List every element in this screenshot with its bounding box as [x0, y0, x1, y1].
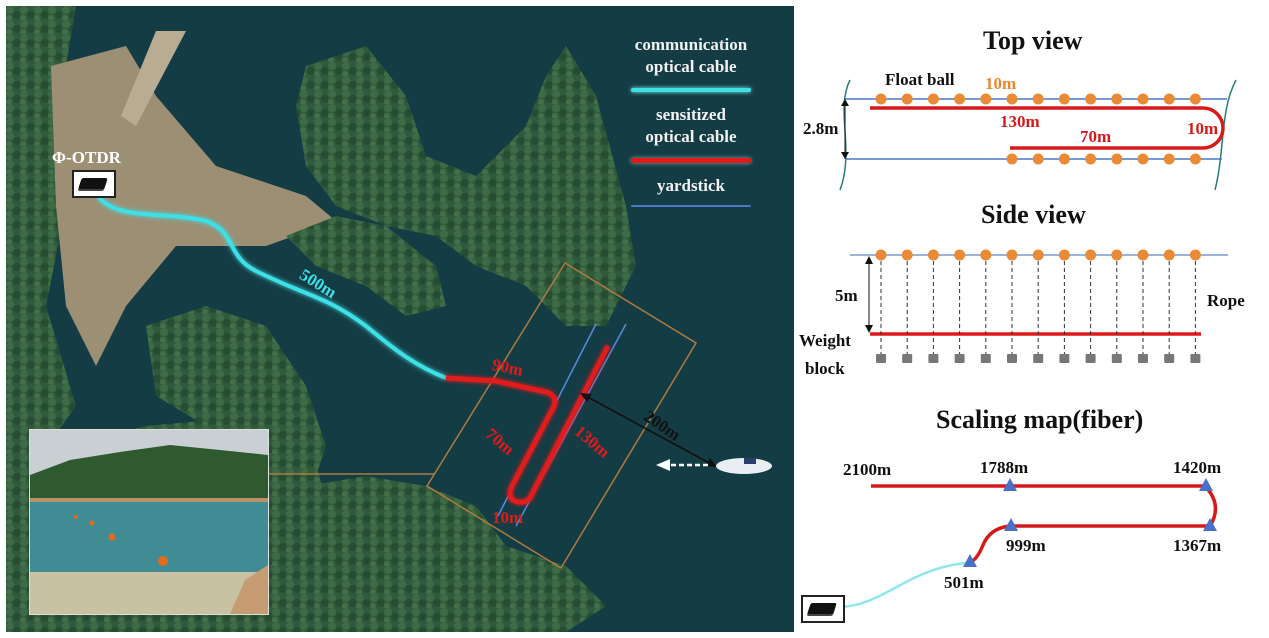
float-ball-icon — [980, 249, 992, 261]
marker-2100-label: 2100m — [843, 460, 892, 479]
site-photo — [29, 429, 269, 615]
sensing-area-box — [425, 261, 698, 570]
marker-1420-label: 1420m — [1173, 458, 1222, 477]
schematic-panel: Top view Float ball 10m 2.8m 130m 70m 10… — [795, 0, 1269, 638]
weight-block-icon — [954, 354, 965, 363]
float-ball-icon — [954, 93, 966, 105]
marker-triangle-icon — [1003, 478, 1017, 491]
scaling-map-title: Scaling map(fiber) — [936, 405, 1144, 434]
marker-triangle-icon — [1004, 518, 1018, 531]
otdr-device — [72, 170, 116, 198]
scaling-map-communication-cable — [839, 561, 966, 609]
marker-1367-label: 1367m — [1173, 536, 1222, 555]
float-ball-icon — [158, 556, 168, 566]
top-segment-130-label: 130m — [1000, 112, 1040, 131]
float-ball-icon — [875, 249, 887, 261]
float-ball-icon — [980, 93, 992, 105]
float-ball-icon — [954, 249, 966, 261]
float-ball-icon — [1032, 153, 1044, 165]
side-view-title: Side view — [981, 200, 1086, 229]
float-ball-icon — [1085, 93, 1097, 105]
top-segment-10-label: 10m — [1187, 119, 1219, 138]
float-ball-icon — [1058, 93, 1070, 105]
sensitized-cable — [445, 344, 611, 505]
float-ball-icon — [1006, 153, 1018, 165]
scaling-map-otdr-device — [801, 595, 845, 623]
legend-communication-swatch — [631, 88, 751, 92]
rope-label: Rope — [1207, 291, 1245, 310]
float-ball-icon — [1111, 93, 1123, 105]
weight-block-icon — [928, 354, 939, 363]
weight-block-icon — [1164, 354, 1175, 363]
float-ball-icon — [1163, 249, 1175, 261]
marker-triangle-icon — [1199, 478, 1213, 491]
float-ball-icon — [1137, 153, 1149, 165]
float-ball-icon — [1163, 153, 1175, 165]
float-ball-icon — [1032, 249, 1044, 261]
marker-999-label: 999m — [1006, 536, 1046, 555]
float-ball-icon — [1085, 153, 1097, 165]
width-label: 2.8m — [803, 119, 839, 138]
float-ball-icon — [1058, 153, 1070, 165]
marker-triangle-icon — [1203, 518, 1217, 531]
schematic-drawing — [839, 79, 1237, 609]
distance-arrow — [583, 394, 714, 466]
legend-communication-label-1: communication — [634, 35, 748, 54]
legend-communication-label-2: optical cable — [645, 57, 737, 76]
weight-block-icon — [1190, 354, 1201, 363]
scaling-map-cable — [871, 484, 1218, 564]
spacing-label: 10m — [985, 74, 1017, 93]
weight-block-icon — [1007, 354, 1017, 363]
weight-block-icon — [876, 354, 886, 363]
weight-block-icon — [1111, 354, 1122, 363]
weight-label-2: block — [805, 359, 845, 378]
float-ball-icon — [1058, 249, 1070, 261]
float-ball-icon — [1111, 153, 1123, 165]
weight-block-icon — [980, 354, 991, 363]
float-ball-icon — [1137, 93, 1149, 105]
otdr-device-icon — [807, 603, 837, 614]
float-ball-icon — [927, 93, 939, 105]
device-label: Φ-OTDR — [52, 148, 121, 167]
legend: communication optical cable sensitized o… — [606, 34, 776, 219]
float-ball-icon — [1163, 93, 1175, 105]
marker-triangle-icon — [963, 554, 977, 567]
segment-10-label: 10m — [492, 508, 524, 527]
otdr-device-icon — [78, 178, 108, 189]
float-ball-icon — [1189, 249, 1201, 261]
float-ball-icon — [1189, 153, 1201, 165]
top-view-cable — [870, 106, 1225, 150]
top-segment-70-label: 70m — [1080, 127, 1112, 146]
weight-block-icon — [1033, 354, 1044, 363]
legend-yardstick-swatch — [631, 205, 751, 207]
float-ball-icon — [1111, 249, 1123, 261]
weight-block-icon — [1138, 354, 1148, 363]
float-ball-icon — [875, 93, 887, 105]
top-view-title: Top view — [983, 26, 1083, 55]
depth-label: 5m — [835, 286, 858, 305]
marker-1788-label: 1788m — [980, 458, 1029, 477]
legend-sensitized-label-2: optical cable — [645, 127, 737, 146]
float-ball-icon — [1006, 93, 1018, 105]
float-ball-label: Float ball — [885, 70, 955, 89]
legend-yardstick-label: yardstick — [657, 176, 725, 195]
float-ball-icon — [901, 249, 913, 261]
float-ball-icon — [1189, 93, 1201, 105]
float-ball-icon — [1006, 249, 1018, 261]
float-ball-icon — [1137, 249, 1149, 261]
legend-sensitized-label-1: sensitized — [656, 105, 726, 124]
float-ball-icon — [927, 249, 939, 261]
weight-block-icon — [1085, 354, 1096, 363]
marker-501-label: 501m — [944, 573, 984, 592]
float-ball-icon — [1085, 249, 1097, 261]
boat-icon — [716, 458, 772, 474]
satellite-map: Φ-OTDR communication optical cable sensi… — [6, 6, 794, 632]
weight-label-1: Weight — [799, 331, 851, 350]
weight-block-icon — [1059, 354, 1070, 363]
communication-cable — [96, 194, 447, 380]
float-ball-icon — [1032, 93, 1044, 105]
float-ball-icon — [901, 93, 913, 105]
legend-sensitized-swatch — [631, 158, 751, 163]
weight-block-icon — [902, 354, 913, 363]
